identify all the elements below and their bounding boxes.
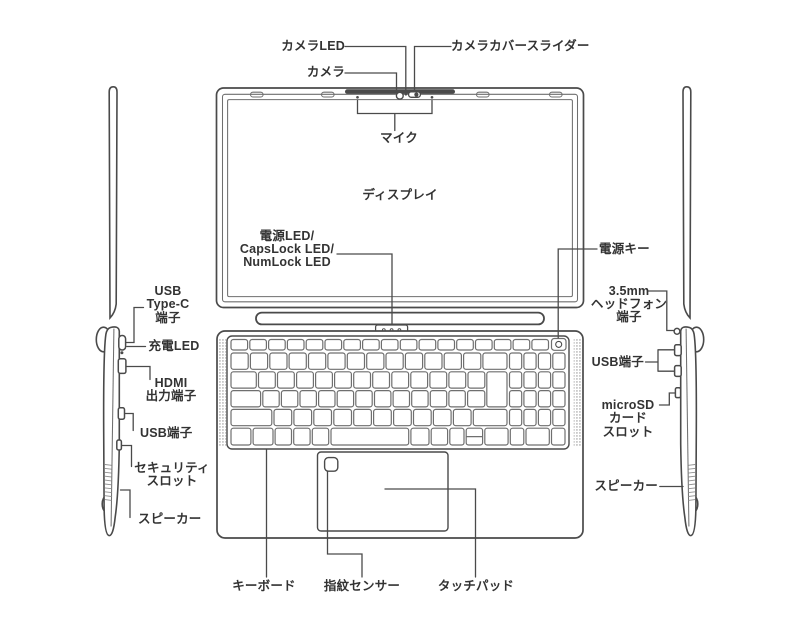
label-power-key: 電源キー — [599, 241, 650, 256]
leader-touchpad — [384, 488, 477, 578]
microphone-dot-left — [356, 95, 359, 99]
label-hdmi: HDMI 出力端子 — [145, 376, 197, 404]
leader-microphone — [356, 99, 433, 132]
leader-usb-right — [644, 349, 675, 372]
label-keyboard: キーボード — [232, 579, 296, 593]
right-side-profile — [673, 86, 705, 537]
label-display: ディスプレイ — [362, 188, 438, 202]
right-speaker-grille — [688, 464, 696, 501]
power-key — [550, 337, 567, 351]
label-security-slot: セキュリティ スロット — [134, 460, 210, 488]
leader-camera — [344, 72, 398, 92]
laptop-base — [216, 330, 584, 539]
fingerprint-sensor-pad — [323, 456, 339, 472]
leader-speaker-left — [119, 489, 131, 519]
right-screen-edge — [682, 86, 692, 321]
lid-outline — [215, 87, 585, 309]
power-key-icon — [555, 340, 563, 348]
leader-camera-cover-slider — [413, 45, 452, 91]
usb-port-right-1 — [673, 344, 682, 357]
keyboard-keys — [230, 338, 566, 446]
leader-headphone — [646, 290, 674, 332]
lid-bumper-4 — [548, 91, 563, 98]
leader-usb-left — [124, 412, 134, 432]
label-fingerprint-sensor: 指紋センサー — [323, 579, 401, 593]
slider-grip-dot — [414, 92, 419, 97]
label-touchpad: タッチパッド — [437, 579, 515, 593]
left-screen-edge — [108, 86, 118, 321]
keyboard-speaker-grille-left — [218, 339, 227, 446]
security-slot-port — [116, 439, 123, 451]
camera-led-dot — [404, 93, 407, 96]
label-speaker-left: スピーカー — [138, 511, 202, 526]
touchpad-surface — [316, 451, 449, 532]
label-usb-left: USB端子 — [140, 426, 193, 440]
left-speaker-grille — [104, 464, 112, 501]
leader-microsd — [658, 392, 676, 406]
headphone-jack-port — [673, 327, 681, 335]
label-headphone: 3.5mm ヘッドフォン 端子 — [590, 283, 668, 324]
leader-lines — [119, 45, 684, 578]
label-speaker-right: スピーカー — [594, 479, 658, 493]
label-usb-type-c: USB Type-C 端子 — [146, 284, 190, 325]
leader-usb-type-c — [125, 306, 145, 344]
camera-lens — [395, 91, 404, 100]
usb-port-left — [117, 407, 126, 420]
lid-bumper-1 — [249, 91, 264, 98]
left-base-edge — [102, 326, 121, 537]
hdmi-port — [117, 358, 127, 375]
leader-power-key — [557, 248, 598, 339]
camera-assembly — [345, 89, 455, 100]
left-side-profile — [95, 86, 127, 537]
label-microphone: マイク — [380, 130, 418, 145]
leader-security-slot — [121, 444, 133, 468]
leader-fingerprint — [326, 470, 363, 578]
leader-camera-led — [344, 45, 407, 91]
lid-bumper-2 — [320, 91, 335, 98]
leader-hdmi — [126, 365, 151, 381]
keyboard-speaker-grille-right — [573, 339, 582, 446]
label-microsd: microSD カード スロット — [601, 398, 655, 439]
label-camera-cover-slider: カメラカバースライダー — [451, 38, 590, 53]
right-base-edge — [679, 326, 698, 537]
label-usb-right: USB端子 — [591, 355, 644, 369]
charge-led-dot — [120, 351, 124, 355]
laptop-lid — [215, 87, 585, 309]
hinge-bar — [255, 311, 545, 326]
microsd-slot-port — [674, 387, 682, 399]
label-camera: カメラ — [306, 65, 345, 79]
lid-bumper-3 — [475, 91, 490, 98]
label-status-leds: 電源LED/ CapsLock LED/ NumLock LED — [239, 228, 335, 270]
microphone-dot-right — [430, 95, 434, 99]
usb-port-right-2 — [673, 364, 682, 378]
usb-type-c-port — [118, 334, 127, 351]
camera-housing-bar — [345, 89, 455, 94]
leader-status-leds — [336, 253, 393, 326]
label-charge-led: 充電LED — [148, 339, 200, 353]
label-camera-led: カメラLED — [281, 38, 345, 53]
